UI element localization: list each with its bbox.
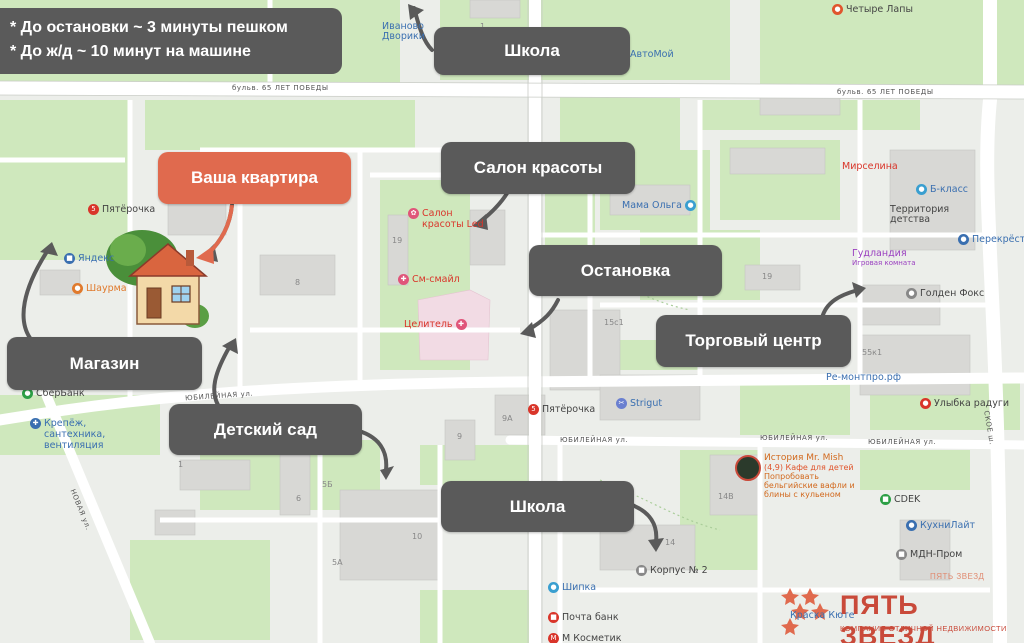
paw-icon: ●: [832, 4, 843, 15]
brand-name: ПЯТЬ ЗВЕЗД: [840, 590, 936, 643]
shop-icon: ●: [906, 288, 917, 299]
house-illustration: [106, 230, 209, 328]
building-number: 55к1: [862, 348, 883, 357]
poi-kukhnilayt[interactable]: ● КухниЛайт: [906, 520, 975, 531]
wrench-icon: ✚: [30, 418, 41, 429]
poi-salon-led[interactable]: ✿ Салон красоты Led: [408, 208, 484, 230]
street-yubileynaya-right: ЮБИЛЕЙНАЯ ул.: [760, 434, 829, 442]
post-bank-icon: ■: [548, 612, 559, 623]
pyaterochka-icon: 5: [528, 404, 539, 415]
bank-icon: ●: [22, 388, 33, 399]
cafe-title: История Mr. Mish: [764, 453, 844, 463]
building-number: 8: [295, 278, 301, 287]
building-number: 5А: [332, 558, 343, 567]
cafe-rating: (4,9) Кафе для детей: [764, 463, 854, 472]
callout-school-top: Школа: [434, 27, 630, 75]
brand-tagline: КОМПАНИЯ ОТЛИЧНОЙ НЕДВИЖИМОСТИ: [840, 624, 1007, 633]
building-number: 1: [178, 460, 184, 469]
street-pobedy-right: бульв. 65 ЛЕТ ПОБЕДЫ: [837, 88, 934, 96]
poi-pochta[interactable]: ■ Почта банк: [548, 612, 619, 623]
food-icon: ●: [72, 283, 83, 294]
poi-m-kosmetik[interactable]: М М Косметик: [548, 633, 621, 643]
poi-tselitel[interactable]: ✚ Целитель: [404, 319, 467, 330]
building-number: 15с1: [604, 318, 624, 327]
poi-chetyre-lapy[interactable]: ● Четыре Лапы: [832, 4, 913, 15]
poi-sberbank[interactable]: ● СберБанк: [22, 388, 85, 399]
building-number: 19: [762, 272, 773, 281]
building-number: 10: [412, 532, 423, 541]
callout-shop: Магазин: [7, 337, 202, 390]
callout-school-bottom: Школа: [441, 481, 634, 532]
poi-cdek[interactable]: ■ CDEK: [880, 494, 920, 505]
callout-kindergarten: Детский сад: [169, 404, 362, 455]
poi-ulybka[interactable]: ● Улыбка радуги: [920, 398, 1009, 409]
factory-icon: ■: [896, 549, 907, 560]
note-line-stop: * До остановки ~ 3 минуты пешком: [10, 19, 288, 36]
poi-gudlandiya[interactable]: Гудландия Игровая комната: [852, 248, 916, 267]
beauty-icon: ✿: [408, 208, 419, 219]
street-yubileynaya-far: ЮБИЛЕЙНАЯ ул.: [868, 438, 937, 446]
note-line-rail: * До ж/д ~ 10 минут на машине: [10, 43, 251, 60]
kids-icon: ●: [685, 200, 696, 211]
poi-korpus2[interactable]: ■ Корпус № 2: [636, 565, 708, 576]
building-number: 19: [392, 236, 403, 245]
callout-salon: Салон красоты: [441, 142, 635, 194]
poi-shipka[interactable]: ● Шипка: [548, 582, 596, 593]
poi-krepezh[interactable]: ✚ Крепёж, сантехника, вентиляция: [30, 418, 105, 451]
callout-apartment: Ваша квартира: [158, 152, 351, 204]
poi-mirselina[interactable]: Мирселина: [842, 161, 898, 172]
building-icon: ■: [636, 565, 647, 576]
kitchen-icon: ●: [906, 520, 917, 531]
toy-icon: ●: [920, 398, 931, 409]
building-number: 6: [296, 494, 302, 503]
scissors-icon: ✂: [616, 398, 627, 409]
parcel-icon: ■: [880, 494, 891, 505]
poi-shaurma[interactable]: ● Шаурма: [72, 283, 127, 294]
cafe-description: Попробовать бельгийские вафли и блины с …: [764, 472, 855, 499]
poi-remontpro[interactable]: Ре-монтпро.рф: [826, 372, 901, 383]
flower-icon: ●: [548, 582, 559, 593]
poi-strigut[interactable]: ✂ Strigut: [616, 398, 662, 409]
school-icon: ●: [916, 184, 927, 195]
poi-pyaterochka-mid[interactable]: 5 Пятёрочка: [528, 404, 595, 415]
medical-cross-icon: ✚: [455, 319, 467, 330]
building-number: 14: [665, 538, 676, 547]
poi-cafe[interactable]: История Mr. Mish (4,9) Кафе для детей По…: [764, 453, 856, 500]
poi-avtomoy[interactable]: АвтоМой: [630, 49, 674, 60]
poi-sm-smile[interactable]: ✚ См-смайл: [398, 274, 460, 285]
poi-krasha[interactable]: Краска Кюте: [790, 610, 855, 621]
cart-icon: ●: [958, 234, 969, 245]
distance-notes: * До остановки ~ 3 минуты пешком * До ж/…: [0, 8, 342, 74]
poi-golden-fox[interactable]: ● Голден Фокс: [906, 288, 984, 299]
tooth-icon: ✚: [398, 274, 409, 285]
poi-territoriya[interactable]: Территория детства: [890, 204, 950, 225]
callout-mall: Торговый центр: [656, 315, 851, 367]
poi-perekrestok[interactable]: ● Перекрёст: [958, 234, 1024, 245]
poi-pyaterochka-top[interactable]: 5 Пятёрочка: [88, 204, 155, 215]
poi-mdn-prom[interactable]: ■ МДН-Пром: [896, 549, 962, 560]
callout-stop: Остановка: [529, 245, 722, 296]
brand-stars-icon: [781, 588, 829, 635]
brand-corner-mark: ПЯТЬ ЗВЕЗД: [930, 572, 985, 581]
building-number: 5Б: [322, 480, 333, 489]
street-yubileynaya-mid: ЮБИЛЕЙНАЯ ул.: [560, 436, 629, 444]
cosmetics-icon: М: [548, 633, 559, 643]
store-icon: ■: [64, 253, 75, 264]
street-pobedy-left: бульв. 65 ЛЕТ ПОБЕДЫ: [232, 84, 329, 92]
pyaterochka-icon: 5: [88, 204, 99, 215]
cafe-photo-icon[interactable]: [735, 455, 761, 481]
poi-mama-olga[interactable]: ● Мама Ольга: [622, 200, 696, 211]
poi-yandex[interactable]: ■ Яндекс: [64, 253, 114, 264]
building-number: 9: [457, 432, 463, 441]
building-number: 9А: [502, 414, 513, 423]
brand-logo: ПЯТЬ ЗВЕЗД КОМПАНИЯ ОТЛИЧНОЙ НЕДВИЖИМОСТ…: [780, 584, 1020, 643]
building-number: 1: [480, 22, 485, 31]
poi-ivanovo[interactable]: Иваново Дворики: [382, 21, 425, 42]
building-number: 14В: [718, 492, 734, 501]
poi-b-klass[interactable]: ● Б-класс: [916, 184, 968, 195]
